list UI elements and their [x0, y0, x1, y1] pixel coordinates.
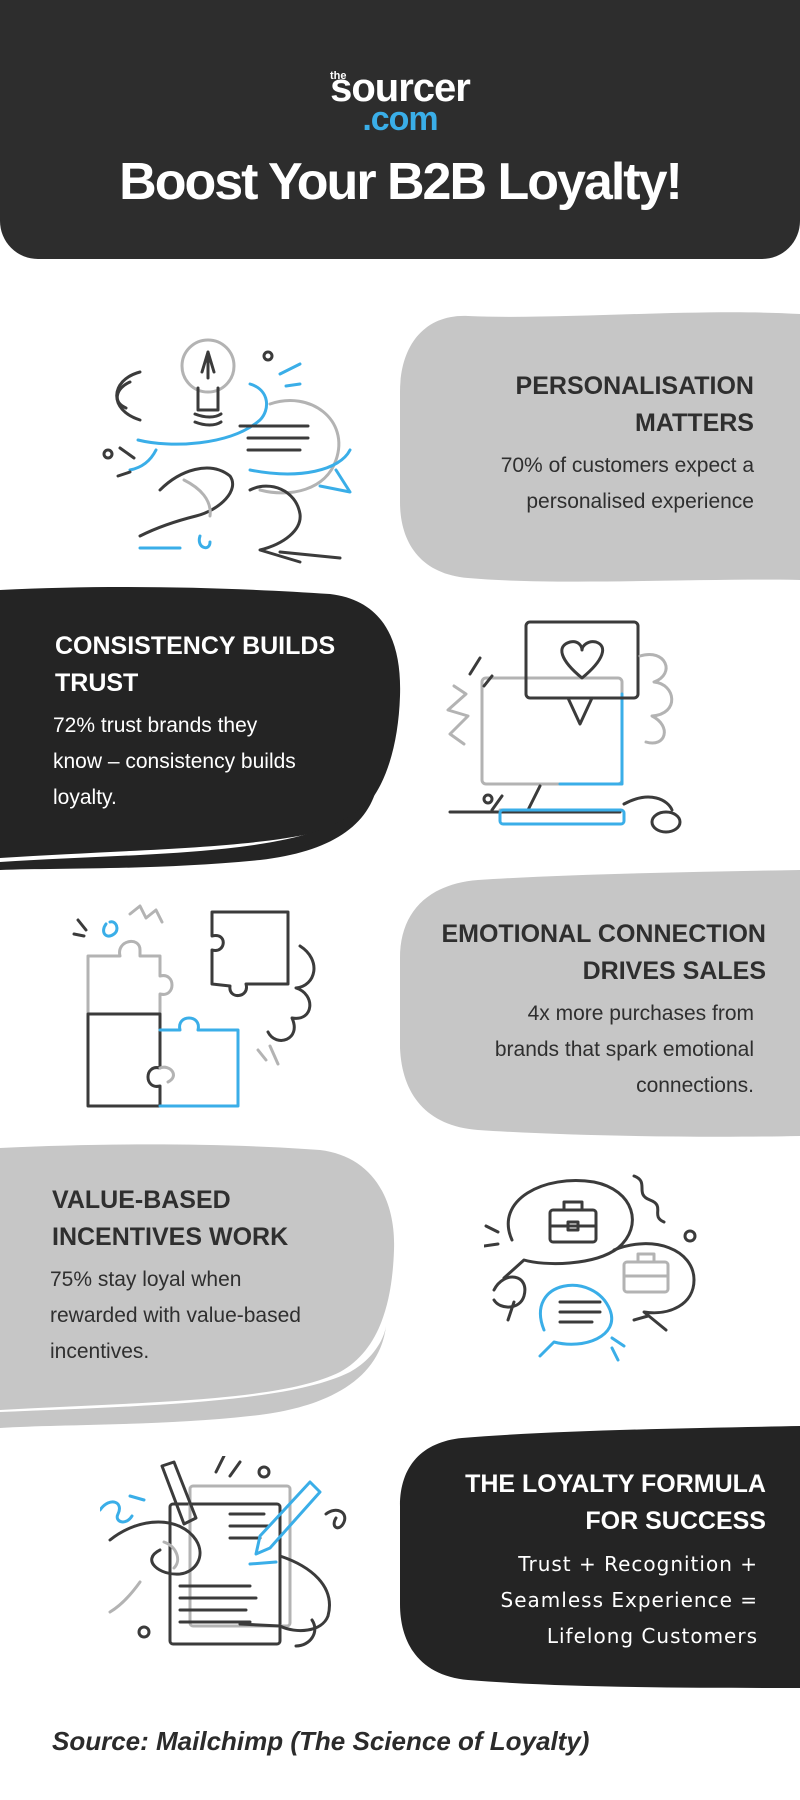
- logo-brand-text: sourcer: [330, 66, 471, 110]
- card-title: PERSONALISATION MATTERS: [515, 372, 754, 437]
- card-body: 4x more purchases from brands that spark…: [494, 1002, 754, 1097]
- computer-heart-icon: [440, 614, 700, 849]
- card-body: 72% trust brands they know – consistency…: [53, 714, 296, 809]
- card-personalisation: PERSONALISATION MATTERS 70% of customers…: [420, 368, 754, 520]
- lightbulb-chat-hands-icon: [100, 330, 360, 575]
- briefcase-chat-bubbles-icon: [482, 1170, 724, 1395]
- source-citation: Source: Mailchimp (The Science of Loyalt…: [52, 1726, 590, 1756]
- header-banner: the sourcer .com Boost Your B2B Loyalty!: [0, 0, 800, 259]
- card-body: 75% stay loyal when rewarded with value-…: [50, 1268, 301, 1363]
- document-signing-hands-icon: [98, 1454, 380, 1691]
- puzzle-pieces-icon: [70, 900, 330, 1125]
- card-incentives-bg: [0, 1140, 402, 1430]
- card-title: EMOTIONAL CONNECTION DRIVES SALES: [441, 920, 766, 985]
- card-consistency-bg: [0, 586, 402, 872]
- card-title: VALUE-BASED INCENTIVES WORK: [52, 1186, 289, 1251]
- card-title: THE LOYALTY FORMULA FOR SUCCESS: [465, 1470, 766, 1535]
- card-personalisation-bg: [398, 312, 800, 584]
- card-body: Trust + Recognition + Seamless Experienc…: [500, 1552, 758, 1648]
- card-consistency: CONSISTENCY BUILDS TRUST 72% trust brand…: [53, 628, 375, 816]
- card-loyalty-formula: THE LOYALTY FORMULA FOR SUCCESS Trust + …: [420, 1466, 766, 1654]
- card-formula-bg: [398, 1426, 800, 1688]
- card-emotional-connection: EMOTIONAL CONNECTION DRIVES SALES 4x mor…: [420, 916, 766, 1104]
- page-title: Boost Your B2B Loyalty!: [119, 153, 683, 211]
- logo-small-text: the: [330, 70, 347, 82]
- card-title: CONSISTENCY BUILDS TRUST: [55, 632, 336, 697]
- card-body: 70% of customers expect a personalised e…: [500, 454, 754, 513]
- card-emotional-bg: [398, 868, 800, 1140]
- card-value-based-incentives: VALUE-BASED INCENTIVES WORK 75% stay loy…: [50, 1182, 382, 1370]
- logo-domain-text: .com: [362, 100, 438, 138]
